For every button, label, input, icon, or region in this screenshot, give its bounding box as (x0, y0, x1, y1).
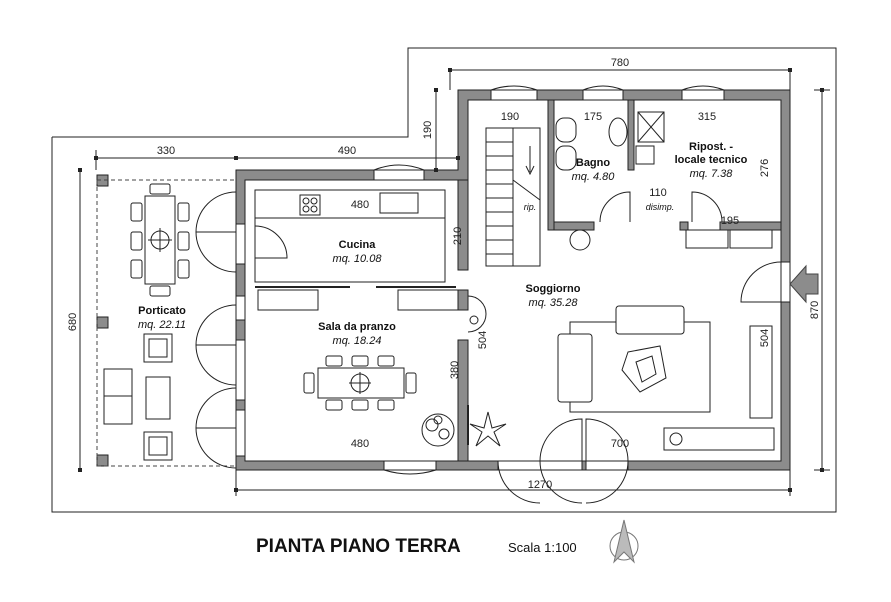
sliding-door-arc (467, 295, 487, 333)
dimension-lines (78, 68, 830, 496)
bath-door (599, 191, 631, 223)
plan-title: PIANTA PIANO TERRA (256, 536, 461, 557)
dining-table (303, 355, 417, 411)
porch-furniture (103, 183, 190, 461)
room-porticato-area: mq. 22.11 (138, 319, 186, 331)
entrance-door (740, 261, 782, 303)
window-arcs (373, 85, 725, 475)
room-ripostiglio-area: mq. 7.38 (690, 168, 734, 180)
dim-bath-width: 175 (584, 111, 602, 123)
room-cucina-area: mq. 10.08 (333, 253, 383, 265)
dim-right-height: 870 (809, 301, 821, 319)
staircase (485, 127, 541, 267)
room-disimpegno-name: disimp. (646, 202, 675, 212)
dim-storage-width: 315 (698, 111, 716, 123)
dim-wall-504-right: 504 (759, 329, 771, 347)
dim-stair-width: 190 (501, 111, 519, 123)
stair-label: rip. (524, 202, 537, 212)
kitchen-counter (254, 189, 459, 311)
storage-door (691, 191, 723, 223)
dim-living-bottom: 700 (611, 438, 629, 450)
dim-kitchen-top: 480 (351, 199, 369, 211)
plant-icon (421, 411, 507, 447)
room-bagno-area: mq. 4.80 (572, 171, 616, 183)
room-sala-name: Sala da pranzo (318, 321, 396, 333)
room-ripostiglio-name-1: Ripost. - (689, 141, 733, 153)
porch-doors (195, 191, 237, 469)
kitchen-door (254, 225, 288, 259)
bathroom-fixtures (555, 111, 665, 251)
dim-dining-height: 380 (449, 361, 461, 379)
room-sala-area: mq. 18.24 (333, 335, 382, 347)
entrance-arrow-icon (789, 264, 819, 304)
dim-left-main: 490 (338, 145, 356, 157)
storage-units (663, 229, 775, 451)
dim-disimp-right: 195 (721, 215, 739, 227)
walls (96, 89, 791, 471)
room-cucina-name: Cucina (339, 239, 377, 251)
dim-disimp-width: 110 (649, 187, 667, 199)
room-soggiorno-area: mq. 35.28 (529, 297, 579, 309)
living-furniture (557, 305, 711, 413)
room-porticato-name: Porticato (138, 305, 186, 317)
switch-icon (469, 315, 479, 325)
plan-scale: Scala 1:100 (508, 540, 577, 555)
dim-top-total: 780 (611, 57, 629, 69)
dim-left-height: 680 (67, 313, 79, 331)
dim-step-height: 190 (422, 121, 434, 139)
dim-dining-bottom: 480 (351, 438, 369, 450)
dim-storage-height: 276 (759, 159, 771, 177)
north-arrow-icon (609, 519, 639, 564)
room-bagno-name: Bagno (576, 157, 611, 169)
room-ripostiglio-name-2: locale tecnico (675, 154, 748, 166)
dim-bottom-total: 1270 (528, 479, 552, 491)
dim-kitchen-height: 210 (452, 227, 464, 245)
dim-left-porch: 330 (157, 145, 175, 157)
room-soggiorno-name: Soggiorno (526, 283, 581, 295)
site-outline (51, 47, 837, 513)
dim-wall-504-left: 504 (477, 331, 489, 349)
